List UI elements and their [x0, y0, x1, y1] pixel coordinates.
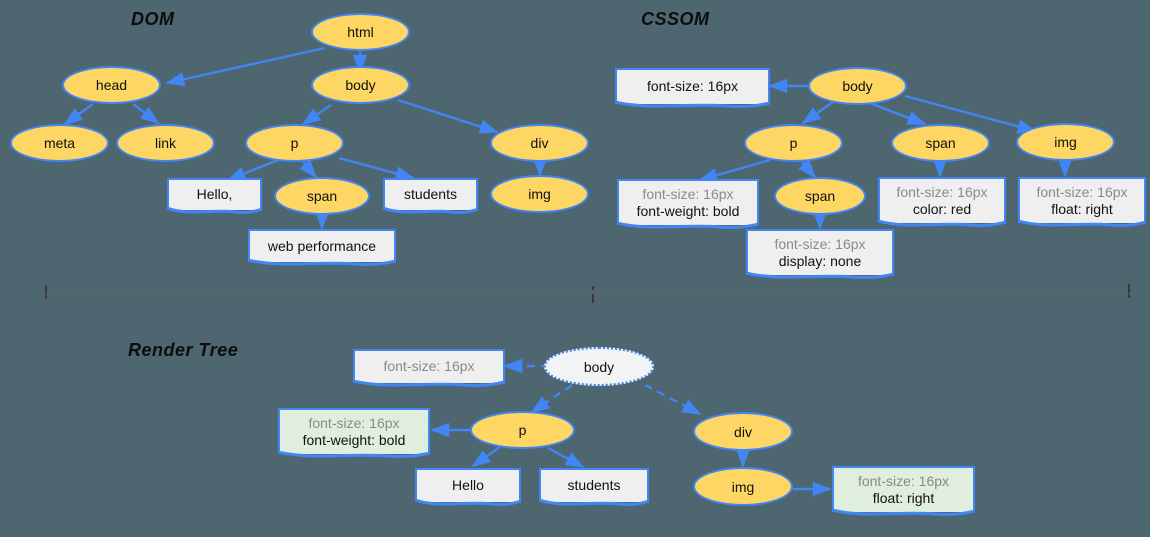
dom-node-body[interactable]: body	[311, 66, 410, 104]
cssom-rules-body[interactable]: font-size: 16px	[615, 68, 770, 104]
cssom-node-body[interactable]: body	[808, 67, 907, 105]
dom-section-title: DOM	[131, 9, 175, 29]
cssom-rules-img[interactable]: font-size: 16px float: right	[1018, 177, 1146, 223]
rule-line: float: right	[1051, 201, 1113, 217]
rt-text-hello[interactable]: Hello	[415, 468, 521, 502]
wave-edge	[383, 207, 478, 219]
dom-text-students-label: students	[404, 186, 457, 203]
rt-text-hello-label: Hello	[452, 477, 484, 494]
wave-edge	[167, 207, 262, 219]
rule-line: font-size: 16px	[383, 358, 475, 375]
wave-edge	[832, 509, 975, 521]
dom-text-hello[interactable]: Hello,	[167, 178, 262, 210]
rule-line: font-size: 16px	[774, 235, 866, 252]
cssom-node-p[interactable]: p	[744, 124, 843, 162]
edge-cssom-body-p	[801, 101, 834, 125]
dom-node-span[interactable]: span	[274, 177, 370, 215]
divider-tick-left	[45, 285, 47, 294]
cssom-node-img[interactable]: img	[1016, 123, 1115, 161]
rt-node-body[interactable]: body	[544, 347, 654, 386]
wave-edge	[617, 222, 759, 234]
dom-node-html[interactable]: html	[311, 13, 410, 51]
divider-tick-center-upper	[592, 286, 594, 290]
cssom-node-span-inner[interactable]: span	[774, 177, 866, 215]
dom-node-head[interactable]: head	[62, 66, 161, 104]
rt-rules-body[interactable]: font-size: 16px	[353, 349, 505, 383]
edge-head-meta	[63, 103, 94, 126]
rule-line: font-size: 16px	[642, 185, 734, 202]
dom-node-img[interactable]: img	[490, 175, 589, 213]
dom-node-p[interactable]: p	[245, 124, 344, 162]
edge-body-p	[301, 104, 332, 126]
wave-edge	[615, 101, 770, 113]
render-tree-section-title: Render Tree	[128, 340, 239, 360]
rt-text-students[interactable]: students	[539, 468, 649, 502]
rule-line: font-weight: bold	[636, 203, 740, 219]
rt-text-students-label: students	[567, 477, 621, 494]
dom-node-meta[interactable]: meta	[10, 124, 109, 162]
wave-edge	[1018, 220, 1146, 232]
rule-line: font-size: 16px	[896, 183, 988, 200]
wave-edge	[278, 451, 430, 463]
rt-node-img[interactable]: img	[693, 467, 793, 506]
edge-cssom-body-span2	[871, 102, 927, 126]
dom-text-web-performance[interactable]: web performance	[248, 229, 396, 262]
rule-line: color: red	[912, 201, 972, 217]
rt-rules-p[interactable]: font-size: 16px font-weight: bold	[278, 408, 430, 454]
edge-body-div	[397, 98, 499, 134]
rule-line: display: none	[778, 253, 862, 269]
wave-edge	[539, 499, 649, 511]
edge-head-link	[132, 103, 160, 125]
edge-rt-body-div	[644, 383, 702, 416]
wave-edge	[353, 380, 505, 392]
dom-node-div[interactable]: div	[490, 124, 589, 162]
edge-rt-body-p	[530, 384, 573, 414]
rule-line: font-size: 16px	[857, 472, 950, 489]
wave-edge	[415, 499, 521, 511]
edge-p-students	[338, 156, 415, 181]
divider-tick-right	[1128, 284, 1130, 293]
rt-node-div[interactable]: div	[693, 412, 793, 451]
slide-divider	[44, 292, 1126, 293]
wave-edge	[248, 259, 396, 271]
rule-line: font-size: 16px	[1036, 183, 1128, 200]
edge-p-span	[299, 159, 318, 179]
wave-edge	[878, 220, 1006, 232]
cssom-node-span[interactable]: span	[891, 124, 990, 162]
wave-edge	[746, 272, 894, 284]
edge-cssom-p-prules	[698, 158, 771, 183]
cssom-section-title: CSSOM	[641, 9, 710, 29]
divider-tick-center	[592, 294, 594, 303]
divider-tick-left-lower	[45, 295, 47, 299]
edge-cssom-p-span1	[798, 159, 817, 179]
rule-line: font-weight: bold	[302, 432, 406, 448]
rt-rules-img[interactable]: font-size: 16px float: right	[832, 466, 975, 512]
cssom-rules-span-inner[interactable]: font-size: 16px display: none	[746, 229, 894, 275]
divider-tick-right-lower	[1128, 294, 1130, 298]
rt-node-p[interactable]: p	[470, 411, 575, 449]
dom-text-students[interactable]: students	[383, 178, 478, 210]
edge-html-head	[165, 46, 326, 87]
rule-line: font-size: 16px	[308, 414, 400, 431]
dom-text-web-performance-label: web performance	[267, 237, 377, 254]
edge-p-hello	[226, 158, 279, 182]
cssom-rules-p[interactable]: font-size: 16px font-weight: bold	[617, 179, 759, 225]
dom-text-hello-label: Hello,	[196, 186, 233, 203]
dom-node-link[interactable]: link	[116, 124, 215, 162]
cssom-rules-span[interactable]: font-size: 16px color: red	[878, 177, 1006, 223]
rule-line: font-size: 16px	[646, 78, 739, 95]
edge-rt-p-students	[547, 446, 585, 469]
edge-rt-p-hello	[471, 446, 501, 468]
rule-line: float: right	[872, 490, 935, 506]
